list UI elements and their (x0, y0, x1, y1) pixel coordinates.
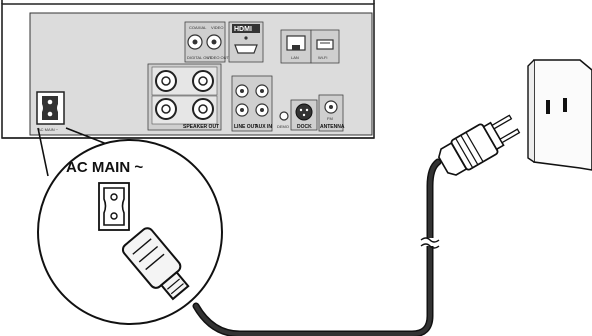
ac-main-socket-small: AC MAIN ~ (36, 91, 65, 132)
dock-label: DOCK (297, 124, 312, 130)
demo-label: DEMO (277, 124, 289, 129)
coaxial-label: COAXIAL (189, 25, 207, 30)
wall-outlet[interactable] (527, 59, 592, 171)
line-out-aux-in-group: LINE OUT AUX IN (231, 75, 273, 132)
ac-main-socket[interactable] (98, 182, 130, 231)
wifi-label: Wi-Fi (318, 55, 327, 60)
video-out-label: VIDEO OUT (207, 55, 230, 60)
demo-button[interactable] (279, 111, 289, 121)
ac-main-label: AC MAIN ~ (66, 159, 143, 176)
ac-main-small-label: AC MAIN ~ (38, 127, 59, 132)
outlet-slot (563, 98, 567, 112)
speaker-out-label: SPEAKER OUT (183, 124, 219, 130)
wall-plug[interactable] (435, 109, 523, 179)
digital-out-label: DIGITAL OUT (187, 55, 212, 60)
line-out-label: LINE OUT (234, 124, 257, 130)
hdmi-label: HDMI (234, 26, 252, 33)
network-ports-group: LAN Wi-Fi (280, 29, 340, 64)
video-label: VIDEO (211, 25, 223, 30)
hdmi-port-group: HDMI (228, 21, 264, 63)
antenna-group: FM ANTENNA (318, 94, 345, 132)
lan-label: LAN (291, 55, 299, 60)
hdmi-port[interactable] (234, 44, 258, 54)
demo-dock-group: DEMO DOCK (277, 99, 318, 131)
aux-in-label: AUX IN (255, 124, 272, 130)
ac-main-callout: AC MAIN ~ (37, 127, 223, 325)
digital-out-video-out-group: COAXIAL VIDEO DIGITAL OUT VIDEO OUT (184, 21, 230, 63)
speaker-out-group: SPEAKER OUT (147, 63, 222, 131)
power-plug-connector[interactable] (120, 226, 194, 304)
outlet-slot (546, 100, 550, 114)
antenna-label: ANTENNA (320, 124, 345, 130)
dock-port[interactable] (295, 103, 313, 121)
wifi-port[interactable] (316, 39, 334, 50)
fm-label: FM (327, 116, 333, 121)
power-cable (192, 158, 442, 336)
